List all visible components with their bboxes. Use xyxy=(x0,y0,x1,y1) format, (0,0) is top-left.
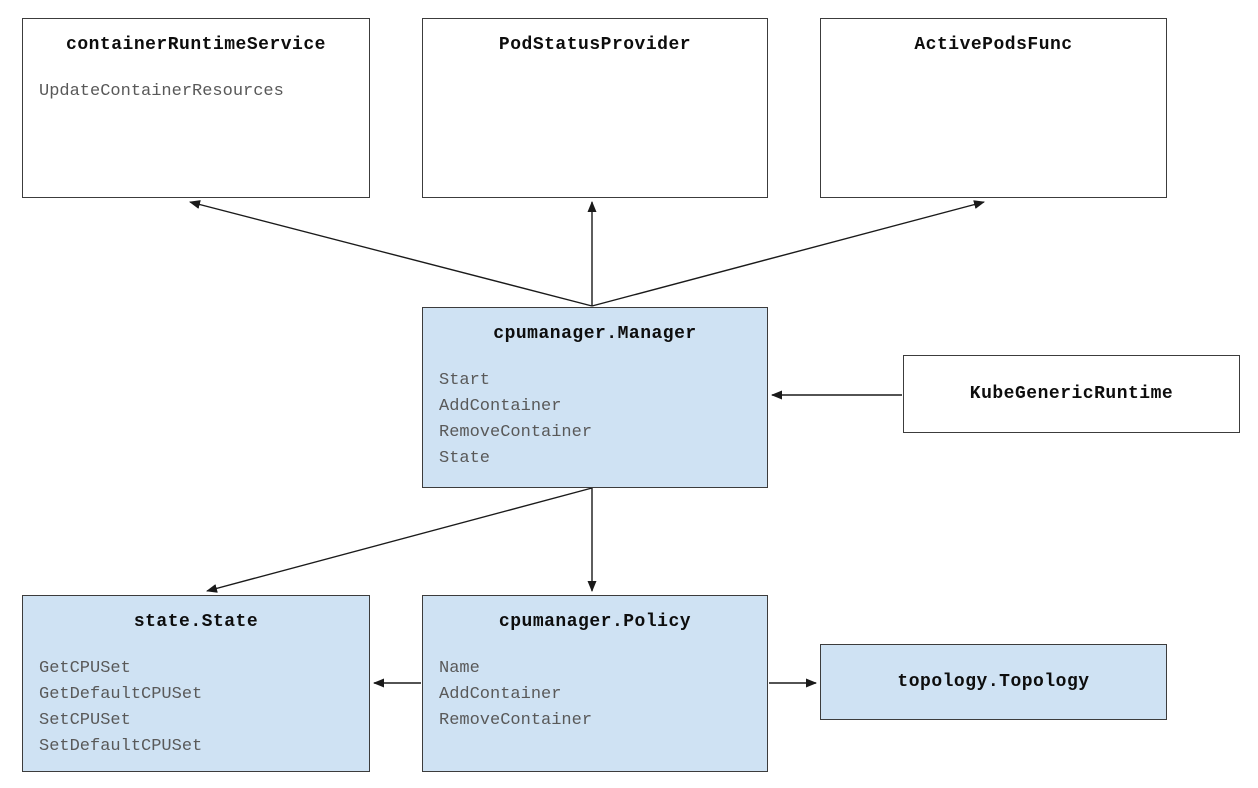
node-title: containerRuntimeService xyxy=(66,35,326,55)
method-label: Name xyxy=(439,659,480,678)
edge-manager-to-state xyxy=(206,487,593,593)
method-label: RemoveContainer xyxy=(439,423,593,442)
node-title: cpumanager.Manager xyxy=(493,324,697,344)
method-label: AddContainer xyxy=(439,397,562,416)
method-label: RemoveContainer xyxy=(439,711,593,730)
node-title: KubeGenericRuntime xyxy=(969,384,1174,404)
node-container-runtime-service: containerRuntimeService UpdateContainerR… xyxy=(22,18,370,198)
node-title: ActivePodsFunc xyxy=(914,35,1073,55)
node-title: state.State xyxy=(133,612,259,632)
node-title: cpumanager.Policy xyxy=(498,612,692,632)
node-methods: UpdateContainerResources xyxy=(23,79,369,105)
method-label: Start xyxy=(439,371,491,390)
node-active-pods-func: ActivePodsFunc xyxy=(820,18,1167,198)
edge-manager-to-container-runtime-service xyxy=(189,200,593,307)
method-label: GetCPUSet xyxy=(39,659,131,678)
method-label: State xyxy=(439,449,491,468)
method-label: SetCPUSet xyxy=(39,711,131,730)
method-label: UpdateContainerResources xyxy=(39,82,284,101)
node-kube-generic-runtime: KubeGenericRuntime xyxy=(903,355,1240,433)
method-label: GetDefaultCPUSet xyxy=(39,685,203,704)
method-label: SetDefaultCPUSet xyxy=(39,737,203,756)
node-topology-topology: topology.Topology xyxy=(820,644,1167,720)
node-pod-status-provider: PodStatusProvider xyxy=(422,18,768,198)
method-label: AddContainer xyxy=(439,685,562,704)
node-title: topology.Topology xyxy=(897,672,1090,692)
node-title: PodStatusProvider xyxy=(498,35,692,55)
edge-manager-to-active-pods-func xyxy=(591,200,985,307)
